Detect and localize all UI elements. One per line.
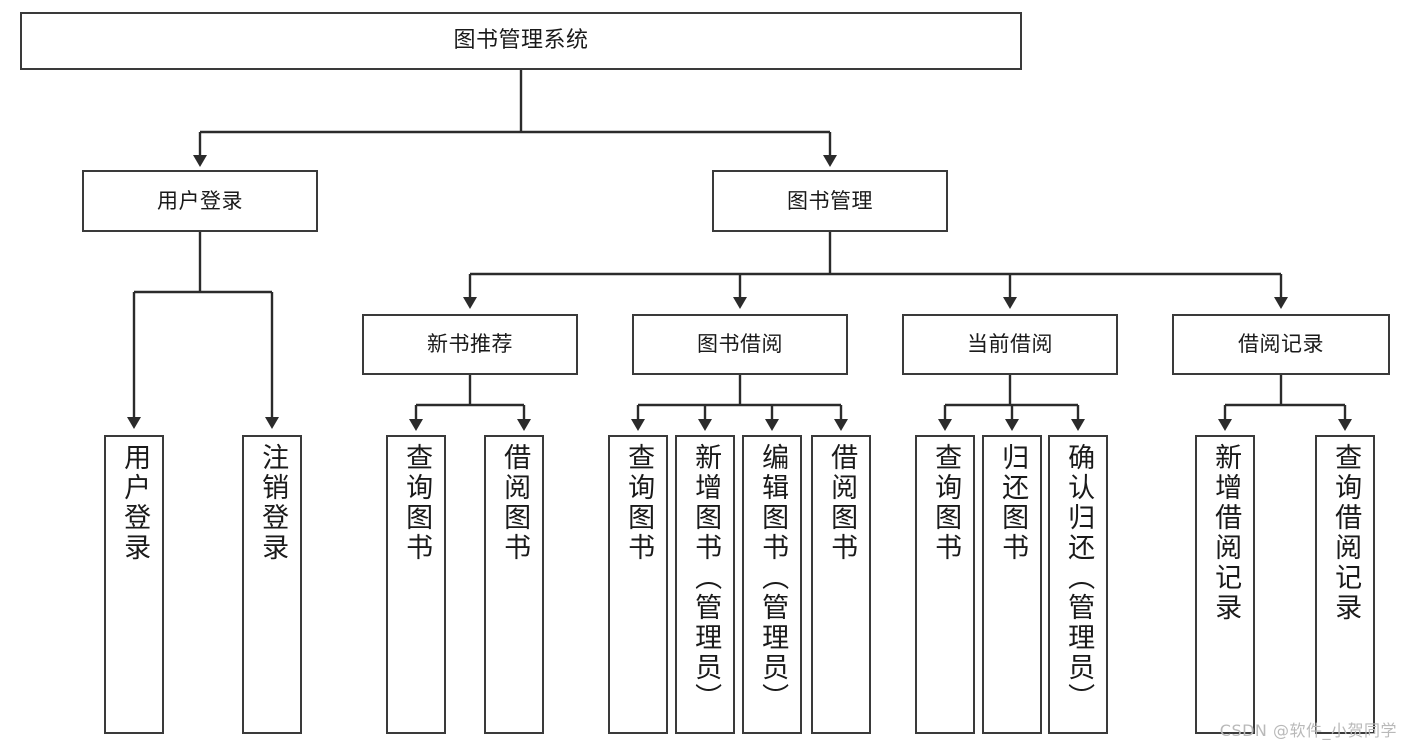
leaf-query-borrow-record[interactable]: 查询借阅记录	[1315, 435, 1375, 734]
node-label: 查询图书	[930, 443, 962, 563]
leaf-query-book-borrow[interactable]: 查询图书	[608, 435, 668, 734]
leaf-add-borrow-record[interactable]: 新增借阅记录	[1195, 435, 1255, 734]
node-user-login[interactable]: 用户登录	[82, 170, 318, 232]
node-book-manage[interactable]: 图书管理	[712, 170, 948, 232]
node-label: 查询图书	[623, 443, 655, 563]
node-borrow-record[interactable]: 借阅记录	[1172, 314, 1390, 375]
leaf-borrow-book-recommend[interactable]: 借阅图书	[484, 435, 544, 734]
leaf-query-book-current[interactable]: 查询图书	[915, 435, 975, 734]
node-label: 用户登录	[119, 443, 151, 563]
node-label: 查询图书	[401, 443, 433, 563]
node-label: 用户登录	[157, 188, 243, 213]
node-label: 注销登录	[257, 443, 289, 563]
node-label: 确认归还（管理员）	[1063, 443, 1095, 713]
node-label: 归还图书	[997, 443, 1029, 563]
node-root-system[interactable]: 图书管理系统	[20, 12, 1022, 70]
node-label: 借阅图书	[826, 443, 858, 563]
node-current-borrow[interactable]: 当前借阅	[902, 314, 1118, 375]
node-label: 编辑图书（管理员）	[757, 443, 789, 713]
leaf-edit-book[interactable]: 编辑图书（管理员）	[742, 435, 802, 734]
node-label: 图书管理	[787, 188, 873, 213]
node-label: 当前借阅	[967, 332, 1053, 357]
leaf-logout-login[interactable]: 注销登录	[242, 435, 302, 734]
node-label: 新增借阅记录	[1210, 443, 1242, 623]
node-label: 借阅图书	[499, 443, 531, 563]
node-book-borrow[interactable]: 图书借阅	[632, 314, 848, 375]
node-new-book-recommend[interactable]: 新书推荐	[362, 314, 578, 375]
node-label: 借阅记录	[1238, 332, 1324, 357]
node-label: 查询借阅记录	[1330, 443, 1362, 623]
node-label: 新书推荐	[427, 332, 513, 357]
leaf-query-book-recommend[interactable]: 查询图书	[386, 435, 446, 734]
leaf-borrow-book[interactable]: 借阅图书	[811, 435, 871, 734]
leaf-user-login[interactable]: 用户登录	[104, 435, 164, 734]
node-label: 图书管理系统	[453, 28, 589, 54]
node-label: 图书借阅	[697, 332, 783, 357]
leaf-add-book[interactable]: 新增图书（管理员）	[675, 435, 735, 734]
leaf-return-book[interactable]: 归还图书	[982, 435, 1042, 734]
node-label: 新增图书（管理员）	[690, 443, 722, 713]
leaf-confirm-return[interactable]: 确认归还（管理员）	[1048, 435, 1108, 734]
